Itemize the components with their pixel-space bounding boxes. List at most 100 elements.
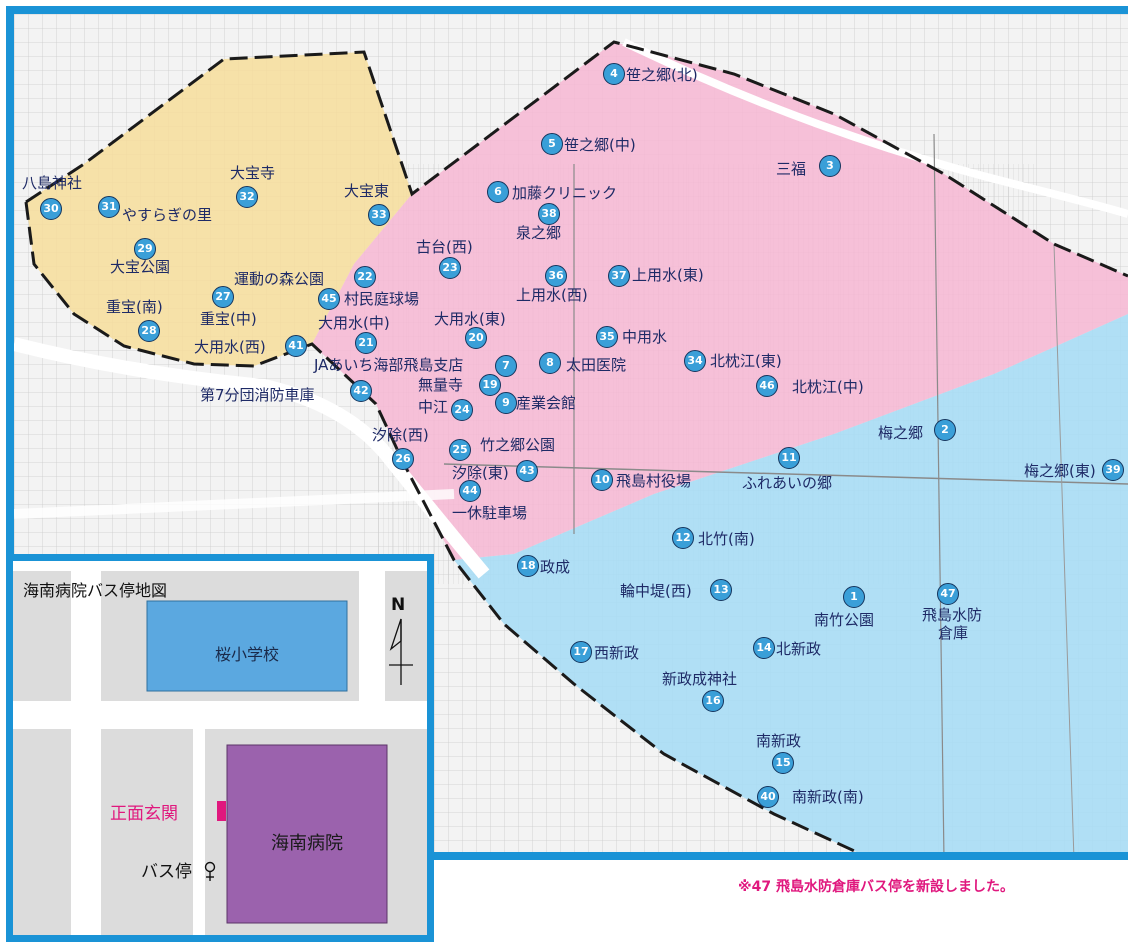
- bus-stop-pin-icon: [204, 861, 216, 881]
- north-arrow-icon: [389, 618, 413, 685]
- place-label: 飛島村役場: [616, 472, 692, 490]
- place-label: 無量寺: [418, 376, 464, 394]
- bus-stop-marker[interactable]: 46: [756, 375, 778, 397]
- bus-stop-marker[interactable]: 27: [212, 286, 234, 308]
- place-label: ふれあいの郷: [742, 474, 833, 492]
- bus-stop-marker[interactable]: 8: [539, 352, 561, 374]
- bus-stop-marker[interactable]: 30: [40, 198, 62, 220]
- bus-stop-marker[interactable]: 31: [98, 196, 120, 218]
- map-background: [14, 14, 1128, 852]
- bus-stop-marker[interactable]: 9: [495, 392, 517, 414]
- bus-stop-marker[interactable]: 36: [545, 265, 567, 287]
- bus-stop-marker[interactable]: 1: [843, 586, 865, 608]
- school-label: 桜小学校: [214, 645, 279, 664]
- place-label: 笹之郷(北): [626, 66, 698, 84]
- bus-stop-marker[interactable]: 39: [1102, 459, 1124, 481]
- place-label: 第7分団消防車庫: [200, 386, 315, 404]
- bus-stop-marker[interactable]: 47: [937, 583, 959, 605]
- bus-stop-marker[interactable]: 40: [757, 786, 779, 808]
- pink-zone: [312, 42, 1128, 560]
- bus-stop-marker[interactable]: 33: [368, 204, 390, 226]
- yellow-zone: [26, 52, 412, 366]
- place-label: 梅之郷: [878, 424, 924, 442]
- bus-stop-marker[interactable]: 3: [819, 155, 841, 177]
- bus-stop-marker[interactable]: 34: [684, 350, 706, 372]
- place-label: 輪中堤(西): [620, 582, 692, 600]
- notice-text: ※47 飛島水防倉庫バス停を新設しました。: [738, 879, 1014, 895]
- bus-stop-marker[interactable]: 43: [516, 460, 538, 482]
- bus-stop-marker[interactable]: 24: [451, 399, 473, 421]
- route-map: 南竹公園 梅之郷 三福 笹之郷(北) 笹之郷(中) 加藤クリニック JAあいち海…: [6, 6, 1128, 860]
- place-label: 西新政: [594, 644, 640, 662]
- bus-stop-marker[interactable]: 7: [495, 355, 517, 377]
- bus-stop-marker[interactable]: 41: [285, 335, 307, 357]
- place-label: 笹之郷(中): [564, 136, 636, 154]
- bus-stop-marker[interactable]: 13: [710, 579, 732, 601]
- place-label: 北枕江(中): [792, 378, 864, 396]
- place-label: 上用水(西): [516, 286, 588, 304]
- place-label: 倉庫: [938, 624, 969, 642]
- place-label: 中用水: [622, 328, 668, 346]
- bus-stop-marker[interactable]: 20: [465, 327, 487, 349]
- place-label: やすらぎの里: [122, 206, 213, 224]
- place-label: 上用水(東): [632, 266, 704, 284]
- place-label: 中江: [418, 398, 449, 416]
- bus-stop-marker[interactable]: 15: [772, 752, 794, 774]
- service-area-boundary-south: [24, 201, 861, 852]
- place-label: JAあいち海部飛島支店: [314, 356, 464, 374]
- place-label: 古台(西): [416, 238, 473, 256]
- bus-stop-marker[interactable]: 37: [608, 265, 630, 287]
- bus-stop-marker[interactable]: 22: [354, 266, 376, 288]
- place-label: 一休駐車場: [452, 504, 528, 522]
- bus-stop-marker[interactable]: 26: [392, 448, 414, 470]
- bus-stop-marker[interactable]: 42: [350, 380, 372, 402]
- bus-stop-marker[interactable]: 25: [449, 439, 471, 461]
- bus-stop-marker[interactable]: 2: [934, 419, 956, 441]
- place-label: 北枕江(東): [710, 352, 782, 370]
- inset-title: 海南病院バス停地図: [23, 581, 168, 600]
- bus-stop-marker[interactable]: 10: [591, 469, 613, 491]
- place-label: 三福: [776, 160, 807, 178]
- entrance-label: 正面玄関: [110, 804, 178, 824]
- hospital-building: [226, 744, 388, 924]
- place-label: 飛島水防: [922, 606, 983, 624]
- hospital-label: 海南病院: [271, 833, 343, 854]
- place-label: 北竹(南): [698, 530, 755, 548]
- bus-stop-marker[interactable]: 35: [596, 326, 618, 348]
- place-label: 南竹公園: [814, 611, 875, 629]
- bus-stop-marker[interactable]: 21: [355, 332, 377, 354]
- place-label: 加藤クリニック: [512, 184, 618, 202]
- bus-stop-marker[interactable]: 45: [318, 288, 340, 310]
- bus-stop-marker[interactable]: 6: [487, 181, 509, 203]
- place-label: 運動の森公園: [234, 270, 325, 288]
- bus-stop-marker[interactable]: 44: [459, 480, 481, 502]
- bus-stop-marker[interactable]: 28: [138, 320, 160, 342]
- blue-zone: [454, 314, 1128, 852]
- school-building: [146, 600, 348, 692]
- place-label: 新政成神社: [662, 670, 738, 688]
- bus-stop-marker[interactable]: 14: [753, 637, 775, 659]
- bus-stop-marker[interactable]: 19: [479, 374, 501, 396]
- entrance-marker: [217, 801, 226, 821]
- bus-stop-marker[interactable]: 11: [778, 447, 800, 469]
- place-label: 政成: [540, 558, 571, 576]
- bus-stop-marker[interactable]: 17: [570, 641, 592, 663]
- bus-stop-marker[interactable]: 16: [702, 690, 724, 712]
- bus-stop-marker[interactable]: 4: [603, 63, 625, 85]
- service-area-boundary: [25, 40, 1128, 278]
- bus-stop-marker[interactable]: 23: [439, 257, 461, 279]
- bus-stop-label: バス停: [141, 862, 192, 882]
- place-label: 重宝(中): [200, 310, 257, 328]
- bus-stop-marker[interactable]: 32: [236, 186, 258, 208]
- inset-hospital-bus-stop-map: 海南病院バス停地図 桜小学校 海南病院 正面玄関 バス停 N: [6, 554, 434, 942]
- bus-stop-marker[interactable]: 12: [672, 527, 694, 549]
- bus-stop-marker[interactable]: 18: [517, 555, 539, 577]
- place-label: 泉之郷: [516, 224, 562, 242]
- bus-stop-marker[interactable]: 38: [538, 203, 560, 225]
- place-label: 大用水(西): [194, 338, 266, 356]
- bus-stop-marker[interactable]: 29: [134, 238, 156, 260]
- place-label: 大用水(東): [434, 310, 506, 328]
- place-label: 大宝東: [344, 182, 390, 200]
- bus-stop-marker[interactable]: 5: [541, 133, 563, 155]
- place-label: 村民庭球場: [344, 290, 420, 308]
